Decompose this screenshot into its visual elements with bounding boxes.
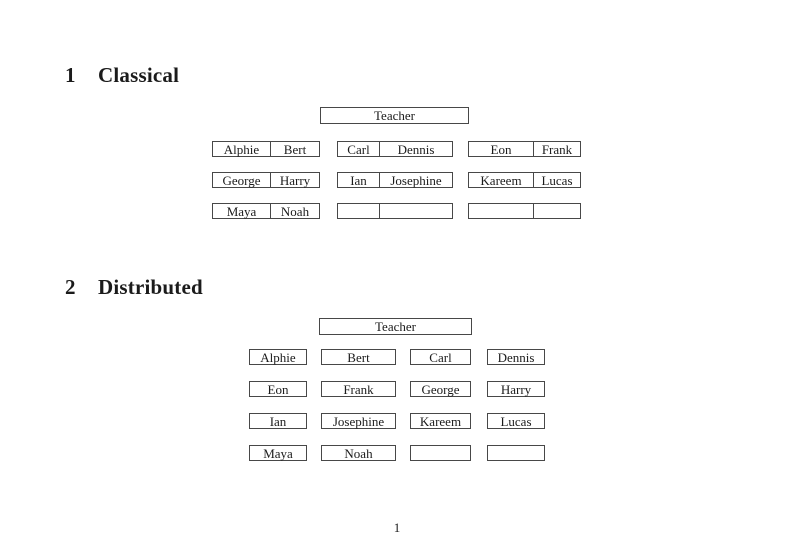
section-title: Distributed: [98, 275, 203, 299]
student-box: Noah: [321, 445, 396, 461]
seat-cell: Ian: [350, 172, 367, 188]
seat-cell: [533, 204, 580, 218]
seat-cell: Bert: [270, 142, 319, 156]
seat-cell: Kareem: [480, 172, 522, 188]
seat-cell: Lucas: [533, 173, 580, 187]
student-box: Bert: [321, 349, 396, 365]
seat-cell: Eon: [490, 141, 512, 157]
seat-cell: Dennis: [379, 142, 452, 156]
desk: Maya Noah: [212, 203, 320, 219]
student-box: Ian: [249, 413, 307, 429]
seat-cell: Carl: [347, 141, 370, 157]
desk: [337, 203, 453, 219]
desk: Eon Frank: [468, 141, 581, 157]
desk: Kareem Lucas: [468, 172, 581, 188]
desk: Alphie Bert: [212, 141, 320, 157]
teacher-box: Teacher: [320, 107, 469, 124]
seat-cell: [338, 204, 379, 218]
seat-cell: Frank: [533, 142, 580, 156]
seat-cell: Harry: [270, 173, 319, 187]
section-number: 2: [65, 275, 76, 299]
student-box: Harry: [487, 381, 545, 397]
student-box: Kareem: [410, 413, 471, 429]
student-box: Josephine: [321, 413, 396, 429]
section-title: Classical: [98, 63, 180, 87]
student-box: Frank: [321, 381, 396, 397]
desk: [468, 203, 581, 219]
student-box: Lucas: [487, 413, 545, 429]
desk: Carl Dennis: [337, 141, 453, 157]
teacher-box: Teacher: [319, 318, 472, 335]
seat-cell: Noah: [270, 204, 319, 218]
desk: George Harry: [212, 172, 320, 188]
seat-cell: Maya: [226, 203, 257, 219]
section-number: 1: [65, 63, 76, 87]
seat-cell: [379, 204, 452, 218]
student-box: Eon: [249, 381, 307, 397]
student-box: [410, 445, 471, 461]
section-heading-distributed: 2 Distributed: [65, 275, 203, 300]
student-box: Alphie: [249, 349, 307, 365]
student-box: George: [410, 381, 471, 397]
student-box: Maya: [249, 445, 307, 461]
page-number: 1: [393, 520, 401, 535]
seat-cell: [469, 204, 533, 218]
desk: Ian Josephine: [337, 172, 453, 188]
student-box: Carl: [410, 349, 471, 365]
section-heading-classical: 1 Classical: [65, 63, 179, 88]
student-box: Dennis: [487, 349, 545, 365]
student-box: [487, 445, 545, 461]
seat-cell: Josephine: [379, 173, 452, 187]
seat-cell: George: [222, 172, 261, 188]
seat-cell: Alphie: [223, 141, 260, 157]
